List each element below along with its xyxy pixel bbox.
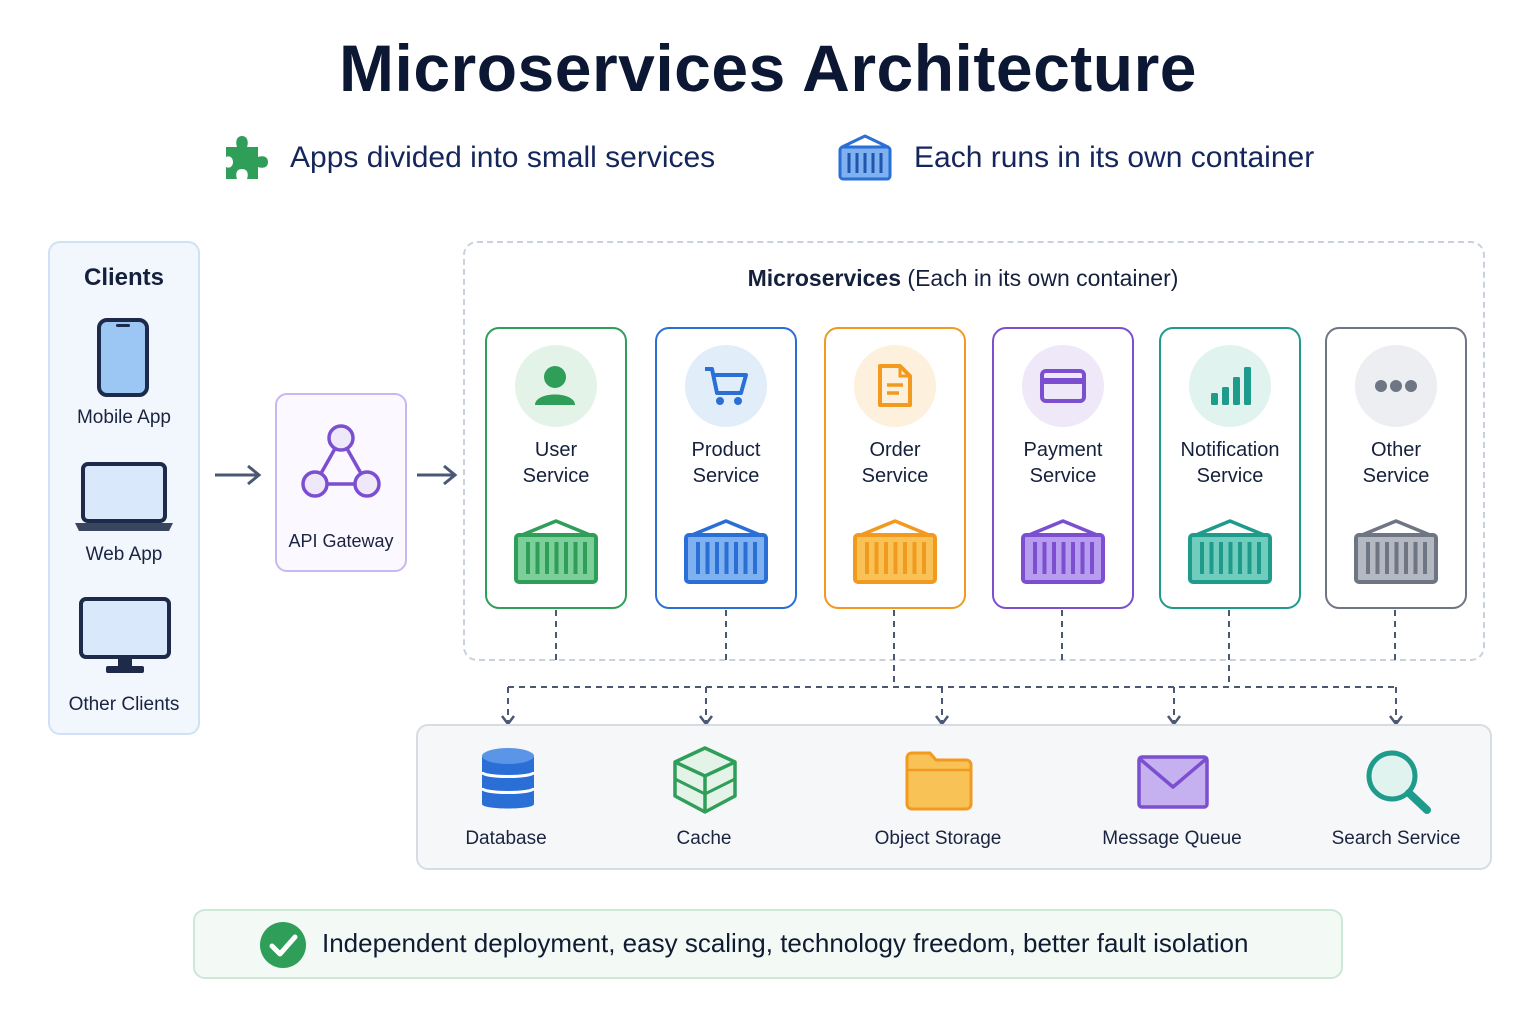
arrow-right-icon (215, 464, 262, 486)
feature-text: Each runs in its own container (914, 141, 1315, 174)
arrow-right-icon (417, 464, 458, 486)
credit-card-icon (1040, 369, 1086, 403)
feature-text: Apps divided into small services (290, 141, 716, 174)
service-suffix: Service (1362, 465, 1430, 487)
microservices-title: Microservices (Each in its own container… (463, 265, 1463, 292)
feature-own-container: Each runs in its own container (836, 128, 1314, 188)
service-name: Other (1370, 439, 1422, 461)
database-icon (480, 748, 536, 809)
mobile-phone-icon (97, 318, 149, 397)
service-suffix: Service (861, 465, 929, 487)
cart-icon (705, 367, 748, 405)
container-icon (1021, 519, 1105, 584)
service-icon-badge (1189, 345, 1271, 427)
service-suffix: Service (692, 465, 760, 487)
container-icon (853, 519, 937, 584)
microservices-group (463, 241, 1485, 661)
service-suffix: Service (522, 465, 590, 487)
bar-chart-icon (1211, 367, 1251, 405)
check-circle-icon (260, 922, 306, 968)
client-label-web: Web App (85, 544, 163, 565)
microservices-title-bold: Microservices (747, 265, 902, 291)
microservices-title-rest: (Each in its own container) (901, 265, 1179, 291)
folder-icon (905, 751, 973, 811)
container-icon (1354, 519, 1438, 584)
client-label-other: Other Clients (68, 694, 180, 715)
network-triangle-icon (301, 424, 381, 498)
cube-icon (673, 746, 737, 814)
service-icon-badge (1022, 345, 1104, 427)
service-suffix: Service (1029, 465, 1097, 487)
benefits-banner (193, 909, 1343, 979)
service-icon-badge (685, 345, 767, 427)
service-icon-badge (854, 345, 936, 427)
user-icon (535, 366, 575, 405)
data-label-cache: Cache (676, 828, 732, 849)
data-label-object-storage: Object Storage (874, 828, 1002, 849)
container-icon (1188, 519, 1272, 584)
benefits-text: Independent deployment, easy scaling, te… (322, 928, 1249, 958)
desktop-monitor-icon (79, 597, 171, 673)
magnifier-icon (1366, 750, 1431, 814)
service-name: Order (869, 439, 921, 461)
diagram-title: Microservices Architecture (339, 31, 1197, 105)
clients-title: Clients (83, 264, 164, 291)
service-suffix: Service (1196, 465, 1264, 487)
envelope-icon (1137, 755, 1209, 809)
data-label-database: Database (465, 828, 547, 849)
container-icon (514, 519, 598, 584)
data-label-message-queue: Message Queue (1102, 828, 1242, 849)
data-label-search-service: Search Service (1331, 828, 1461, 849)
service-icon-badge (515, 345, 597, 427)
service-icon-badge (1355, 345, 1437, 427)
feature-small-services: Apps divided into small services (220, 128, 715, 188)
puzzle-icon (226, 136, 268, 179)
container-icon (684, 519, 768, 584)
container-icon (838, 134, 892, 181)
laptop-icon (75, 462, 173, 531)
document-icon (878, 364, 912, 407)
api-gateway-label: API Gateway (288, 531, 394, 551)
client-label-mobile: Mobile App (76, 407, 171, 428)
service-name: Product (691, 439, 761, 461)
service-name: Notification (1180, 439, 1280, 461)
more-dots-icon (1375, 380, 1417, 392)
service-name: Payment (1023, 439, 1103, 461)
service-name: User (534, 439, 578, 461)
